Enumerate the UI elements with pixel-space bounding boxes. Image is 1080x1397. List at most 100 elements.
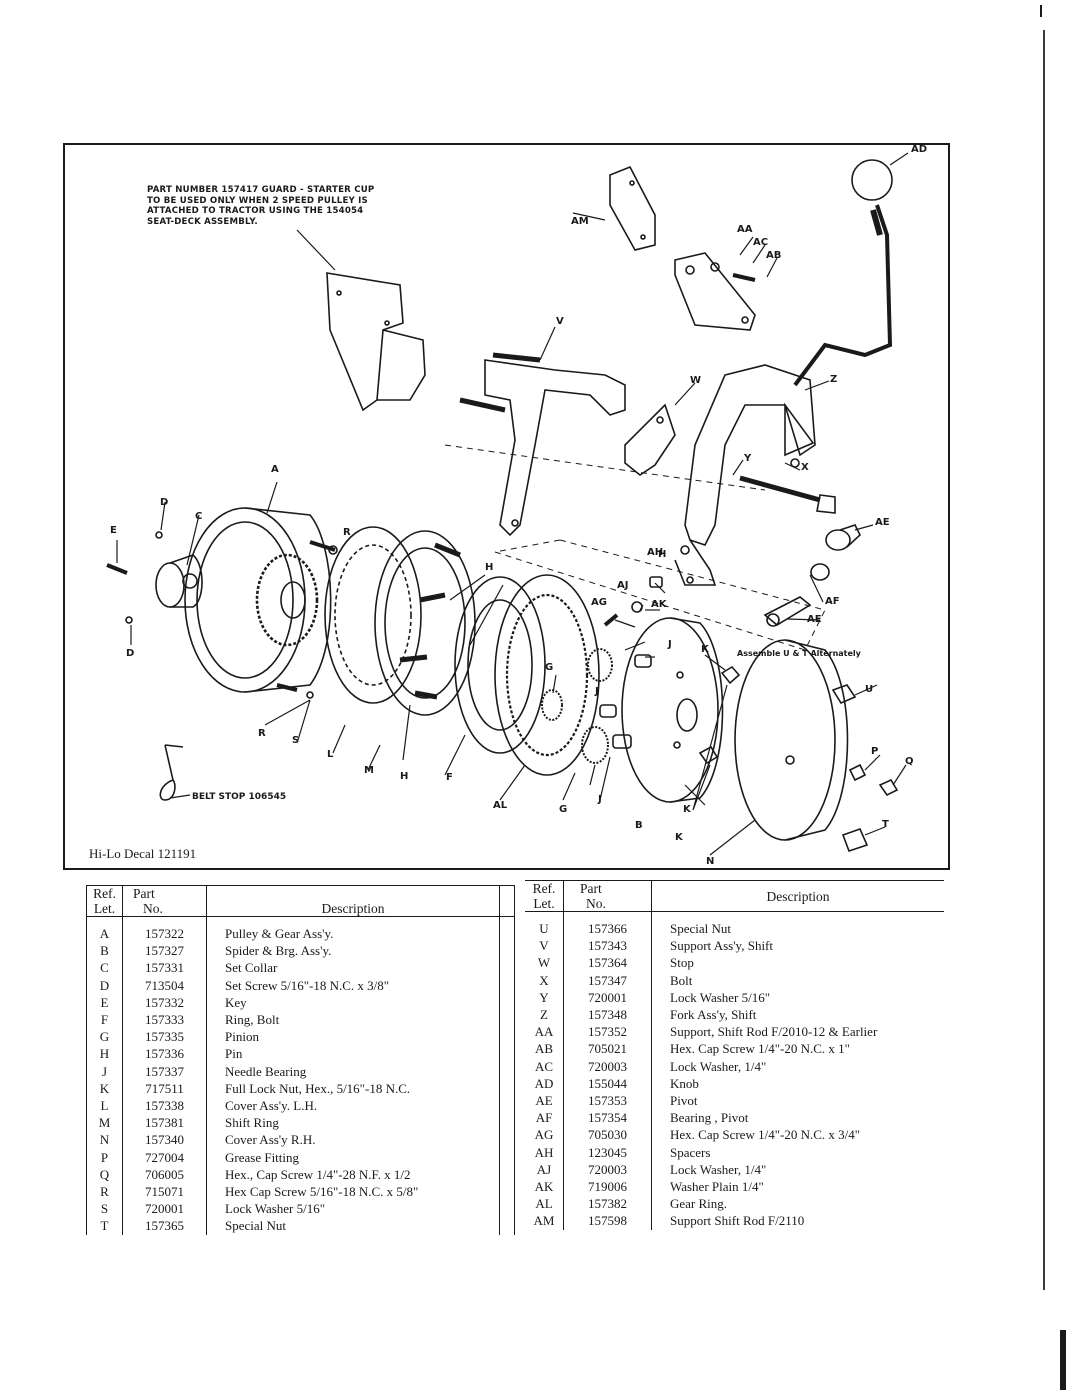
description-cell: Special Nut — [225, 1218, 287, 1234]
diagram-label: H — [485, 562, 494, 573]
table-spacer-cell — [499, 1045, 515, 1063]
table-spacer-cell — [499, 1028, 515, 1046]
ref-letter-cell: AJ — [525, 1160, 564, 1179]
ref-letter-cell: X — [525, 971, 564, 989]
diagram-label: AC — [753, 237, 769, 248]
ref-letter-cell: A — [86, 916, 123, 943]
header-desc: Description — [321, 901, 385, 916]
table-spacer-cell — [499, 976, 515, 994]
description-cell: Special Nut — [670, 921, 732, 936]
diagram-label: AE — [875, 517, 890, 528]
description-cell: Gear Ring. — [670, 1196, 728, 1212]
ref-letter-cell: U — [525, 911, 564, 938]
description-cell: Hex. Cap Screw 1/4"-20 N.C. x 3/4" — [670, 1127, 861, 1143]
part-number-cell: 705021 — [563, 1040, 652, 1058]
table-spacer-cell — [499, 1131, 515, 1149]
table-spacer-cell — [499, 1200, 515, 1218]
table-spacer-cell — [499, 1165, 515, 1184]
part-number-cell: 157353 — [563, 1092, 652, 1110]
part-number-cell: 157598 — [563, 1212, 652, 1230]
description-cell: Set Collar — [225, 960, 278, 976]
description-cell: Bolt — [670, 972, 693, 988]
ref-letter-cell: K — [86, 1079, 123, 1098]
ref-letter-cell: AD — [525, 1074, 564, 1093]
header-part-no: Part No. — [122, 885, 207, 917]
ref-letter-cell: Q — [86, 1165, 123, 1184]
ref-letter-cell: W — [525, 954, 564, 972]
ref-letter-cell: E — [86, 993, 123, 1012]
description-cell: Cover Ass'y R.H. — [225, 1132, 316, 1148]
part-number-cell: 123045 — [563, 1143, 652, 1161]
table-header-row: Ref. Let. Part No. Description — [525, 880, 944, 912]
diagram-label: G — [545, 662, 554, 673]
guard-note: PART NUMBER 157417 GUARD - STARTER CUP T… — [147, 185, 375, 227]
scan-edge-line — [1043, 30, 1045, 1290]
description-cell: Ring, Bolt — [225, 1012, 280, 1028]
ref-letter-cell: R — [86, 1183, 123, 1201]
part-number-cell: 727004 — [122, 1148, 207, 1166]
diagram-label: G — [559, 804, 568, 815]
ref-letter-cell: T — [86, 1217, 123, 1235]
table-spacer-cell — [499, 916, 515, 943]
ref-letter-cell: L — [86, 1097, 123, 1115]
header-ref: Ref. — [93, 886, 116, 901]
part-number-cell: 705030 — [563, 1126, 652, 1144]
diagram-label: E — [110, 525, 117, 536]
description-cell: Needle Bearing — [225, 1063, 307, 1079]
diagram-label: N — [706, 856, 715, 867]
header-ref: Ref. — [532, 881, 556, 896]
table-spacer-cell — [499, 1148, 515, 1166]
part-number-cell: 157352 — [563, 1023, 652, 1041]
diagram-label: AD — [911, 144, 928, 155]
ref-letter-cell: AG — [525, 1126, 564, 1144]
ref-letter-cell: D — [86, 976, 123, 994]
description-cell: Stop — [670, 955, 694, 971]
part-number-cell: 157340 — [122, 1131, 207, 1149]
ref-letter-cell: AB — [525, 1040, 564, 1058]
part-number-cell: 157354 — [563, 1109, 652, 1127]
header-part-no: Part No. — [563, 880, 652, 912]
description-cell: Key — [225, 994, 247, 1010]
diagram-label: Y — [744, 453, 752, 464]
ref-letter-cell: V — [525, 937, 564, 955]
description-cell: Lock Washer 5/16" — [670, 989, 771, 1005]
header-part: Part — [133, 886, 155, 901]
diagram-label: R — [258, 728, 266, 739]
diagram-label: V — [556, 316, 564, 327]
description-cell: Support Ass'y, Shift — [670, 938, 773, 954]
description-cell: Washer Plain 1/4" — [670, 1179, 764, 1195]
description-cell: Hex. Cap Screw 1/4"-20 N.C. x 1" — [670, 1041, 850, 1057]
ref-letter-cell: Z — [525, 1006, 564, 1024]
description-cell: Lock Washer 5/16" — [225, 1201, 326, 1217]
description-cell: Spacers — [670, 1144, 711, 1160]
part-number-cell: 713504 — [122, 976, 207, 994]
decal-caption: Hi-Lo Decal 121191 — [89, 846, 197, 861]
table-spacer-cell — [499, 959, 515, 977]
exploded-parts-diagram: PART NUMBER 157417 GUARD - STARTER CUP T… — [63, 143, 950, 870]
description-cell: Pivot — [670, 1093, 698, 1109]
part-number-cell: 157343 — [563, 937, 652, 955]
header-description: Description — [206, 885, 500, 917]
diagram-label: R — [343, 527, 351, 538]
header-ref-let: Ref. Let. — [86, 885, 123, 917]
diagram-label: S — [292, 735, 300, 746]
diagram-label: AG — [591, 597, 607, 608]
part-number-cell: 157338 — [122, 1097, 207, 1115]
description-cell: Hex Cap Screw 5/16"-18 N.C. x 5/8" — [225, 1184, 419, 1200]
